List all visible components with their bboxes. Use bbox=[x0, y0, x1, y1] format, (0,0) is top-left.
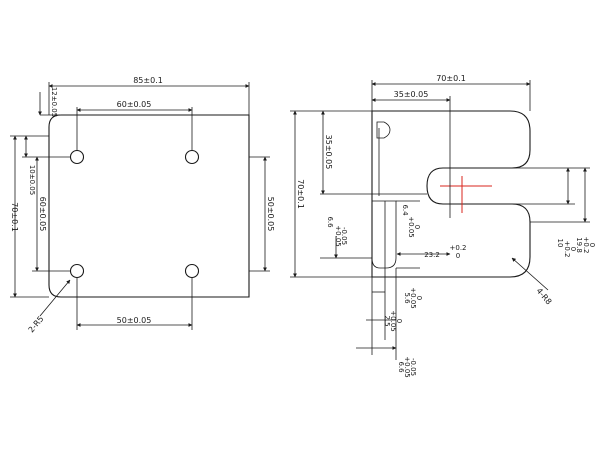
dim-hole-spacing-vertical-label: 60±0.05 bbox=[38, 197, 47, 232]
dim-slot-offset-tol-lower: 0 bbox=[456, 252, 460, 260]
dim-b-tol-lower: 0 bbox=[415, 296, 423, 300]
dim-width-label: 85±0.1 bbox=[133, 76, 163, 85]
dim-right-height-label: 70±0.1 bbox=[296, 179, 305, 209]
dim-slot-height-tol-lower: 0 bbox=[569, 247, 577, 251]
dim-right-height-label: 50±0.05 bbox=[266, 197, 275, 232]
dim-slot-span-tol-lower: 0 bbox=[588, 243, 596, 247]
right-view: 70±0.1 35±0.05 70±0.1 35±0.05 6.6 +0.05 … bbox=[290, 74, 596, 378]
dim-a-label: 6.4 bbox=[401, 204, 409, 216]
dim-hole-spacing-bottom-label: 50±0.05 bbox=[117, 316, 152, 325]
dim-left-edge-offset-label: 10±0.05 bbox=[28, 165, 36, 195]
dim-hole-spacing-top-label: 60±0.05 bbox=[117, 100, 152, 109]
dim-b-tol-upper: +0.05 bbox=[409, 287, 417, 308]
corner-callout-label: 4-R8 bbox=[534, 286, 553, 306]
dim-height-label: 70±0.1 bbox=[10, 202, 19, 232]
dim-slot-width-a-tol-upper: +0.05 bbox=[334, 225, 342, 246]
lower-pocket bbox=[371, 200, 397, 269]
dim-slot-offset-label: 23.2 bbox=[424, 251, 440, 259]
dim-b-label: 5.6 bbox=[403, 292, 411, 304]
dim-slot-span-tol-upper: +0.2 bbox=[582, 237, 590, 254]
hole-top-left bbox=[69, 149, 85, 165]
hole-bottom-right bbox=[184, 263, 200, 279]
left-view: 85±0.1 60±0.05 12±0.05 70±0.1 10±0.05 60… bbox=[10, 76, 275, 334]
dim-d-tol-upper: +0.05 bbox=[403, 356, 411, 377]
hole-bottom-left bbox=[69, 263, 85, 279]
dim-c-label: 2.5 bbox=[383, 315, 391, 326]
left-plate-outline bbox=[48, 114, 250, 298]
dim-slot-depth-label: 35±0.05 bbox=[394, 90, 429, 99]
dim-d-label: 6.6 bbox=[397, 361, 405, 373]
hole-top-right bbox=[184, 149, 200, 165]
dim-upper-height-label: 35±0.05 bbox=[324, 135, 333, 170]
dim-d-tol-lower: -0.05 bbox=[409, 358, 417, 376]
dim-slot-height-label: 10 bbox=[556, 239, 564, 248]
dim-slot-offset-tol-upper: +0.2 bbox=[450, 244, 467, 252]
dim-slot-height-tol-upper: +0.2 bbox=[563, 241, 571, 258]
dim-slot-width-a-tol-lower: -0.05 bbox=[340, 227, 348, 245]
dim-slot-width-a-label: 6.6 bbox=[326, 216, 334, 228]
dim-top-edge-offset-label: 12±0.05 bbox=[50, 87, 58, 117]
notch-detail bbox=[376, 121, 391, 139]
right-plate-outline bbox=[371, 110, 531, 278]
hole-callout-label: 2-R5 bbox=[27, 314, 46, 334]
dim-right-width-label: 70±0.1 bbox=[436, 74, 466, 83]
dim-slot-span-label: 19.8 bbox=[575, 237, 583, 253]
dim-c-tol-lower: 0 bbox=[395, 319, 403, 323]
dim-c-tol-upper: +0.05 bbox=[389, 310, 397, 331]
dim-a-tol-lower: 0 bbox=[413, 225, 421, 229]
dim-a-tol-upper: +0.05 bbox=[407, 216, 415, 237]
